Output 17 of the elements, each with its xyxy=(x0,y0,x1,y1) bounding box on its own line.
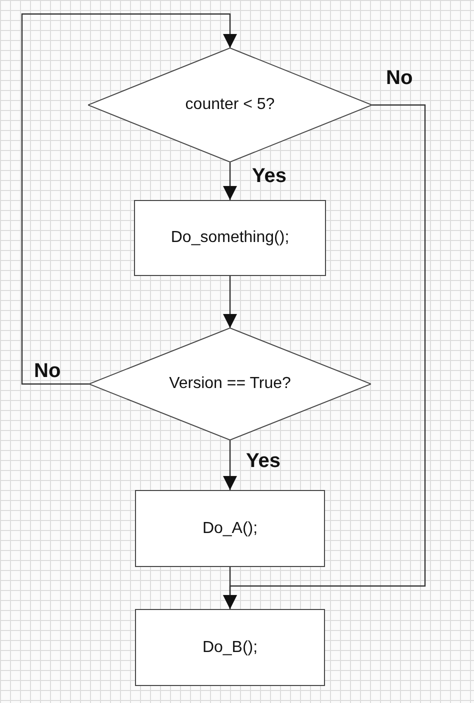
node-text: Do_B(); xyxy=(202,638,258,656)
process-box xyxy=(135,609,325,686)
process-box xyxy=(135,490,325,567)
edge-label: Yes xyxy=(252,165,286,188)
node-text: Do_something(); xyxy=(170,229,290,247)
arrow xyxy=(223,276,237,328)
edge-label: No xyxy=(34,360,61,383)
edge-label: Yes xyxy=(246,450,280,473)
node-text: Version == True? xyxy=(169,375,291,393)
arrow xyxy=(223,567,237,609)
arrow xyxy=(223,162,237,200)
node-text: counter < 5? xyxy=(185,96,275,114)
edge-label: No xyxy=(386,67,413,90)
arrow xyxy=(21,13,237,385)
process-box xyxy=(134,200,326,276)
node-text: Do_A(); xyxy=(202,520,258,538)
arrow xyxy=(223,440,237,490)
